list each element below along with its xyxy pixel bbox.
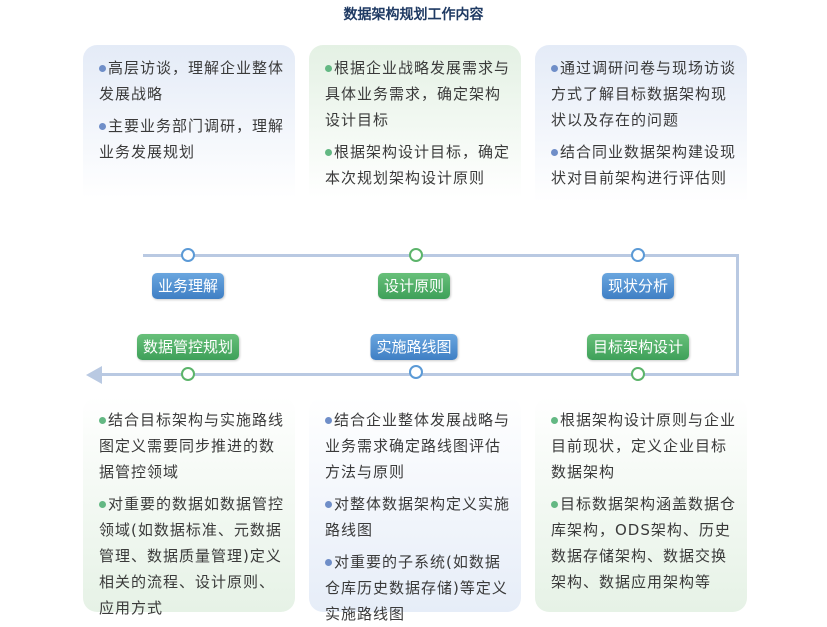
card-text: 高层访谈，理解企业整体发展战略 [99,59,285,103]
card-design-principles: 根据企业战略发展需求与具体业务需求，确定架构设计目标 根据架构设计目标，确定本次… [309,45,521,225]
card-text: 对重要的数据如数据管控领域(如数据标准、元数据管理、数据质量管理)定义相关的流程… [99,495,285,617]
page-title: 数据架构规划工作内容 [343,7,484,23]
card-business-understanding: 高层访谈，理解企业整体发展战略 主要业务部门调研，理解业务发展规划 [83,45,295,225]
timeline-top-line [143,254,739,257]
card-roadmap: 结合企业整体发展战略与业务需求确定路线图评估方法与原则 对整体数据架构定义实施路… [309,397,521,623]
card-target-architecture: 根据架构设计原则与企业目前现状，定义企业目标数据架构 目标数据架构涵盖数据仓库架… [535,397,747,612]
node-circle [631,367,645,381]
label-business-understanding: 业务理解 [151,273,225,299]
card-text: 目标数据架构涵盖数据仓库架构，ODS架构、历史数据存储架构、数据交换架构、数据应… [551,495,737,591]
card-current-analysis: 通过调研问卷与现场访谈方式了解目标数据架构现状以及存在的问题 结合同业数据架构建… [535,45,747,230]
label-current-analysis: 现状分析 [601,273,675,299]
card-data-governance: 结合目标架构与实施路线图定义需要同步推进的数据管控领域 对重要的数据如数据管控领… [83,397,295,617]
bullet-icon [551,501,558,508]
card-text: 根据架构设计目标，确定本次规划架构设计原则 [325,143,511,187]
card-text: 结合同业数据架构建设现状对目前架构进行评估则 [551,143,737,187]
card-text: 结合企业整体发展战略与业务需求确定路线图评估方法与原则 [325,411,511,481]
bullet-icon [99,501,106,508]
card-text: 根据企业战略发展需求与具体业务需求，确定架构设计目标 [325,59,511,129]
label-target-architecture: 目标架构设计 [586,334,690,360]
node-circle [631,248,645,262]
bullet-icon [325,65,332,72]
arrow-left-icon [86,366,102,384]
bullet-icon [551,149,558,156]
card-text: 根据架构设计原则与企业目前现状，定义企业目标数据架构 [551,411,737,481]
bullet-icon [551,65,558,72]
bullet-icon [325,501,332,508]
label-design-principles: 设计原则 [377,273,451,299]
bullet-icon [99,417,106,424]
card-text: 对重要的子系统(如数据仓库历史数据存储)等定义实施路线图 [325,553,508,623]
card-text: 结合目标架构与实施路线图定义需要同步推进的数据管控领域 [99,411,285,481]
bullet-icon [325,417,332,424]
card-text: 对整体数据架构定义实施路线图 [325,495,511,539]
node-circle [181,367,195,381]
bullet-icon [325,559,332,566]
bullet-icon [99,123,106,130]
card-text: 通过调研问卷与现场访谈方式了解目标数据架构现状以及存在的问题 [551,59,737,129]
label-roadmap: 实施路线图 [370,334,458,360]
bullet-icon [551,417,558,424]
bullet-icon [325,149,332,156]
node-circle [409,365,423,379]
node-circle [409,248,423,262]
card-text: 主要业务部门调研，理解业务发展规划 [99,117,285,161]
bullet-icon [99,65,106,72]
node-circle [181,248,195,262]
timeline-right-line [736,254,739,376]
label-data-governance: 数据管控规划 [136,334,240,360]
